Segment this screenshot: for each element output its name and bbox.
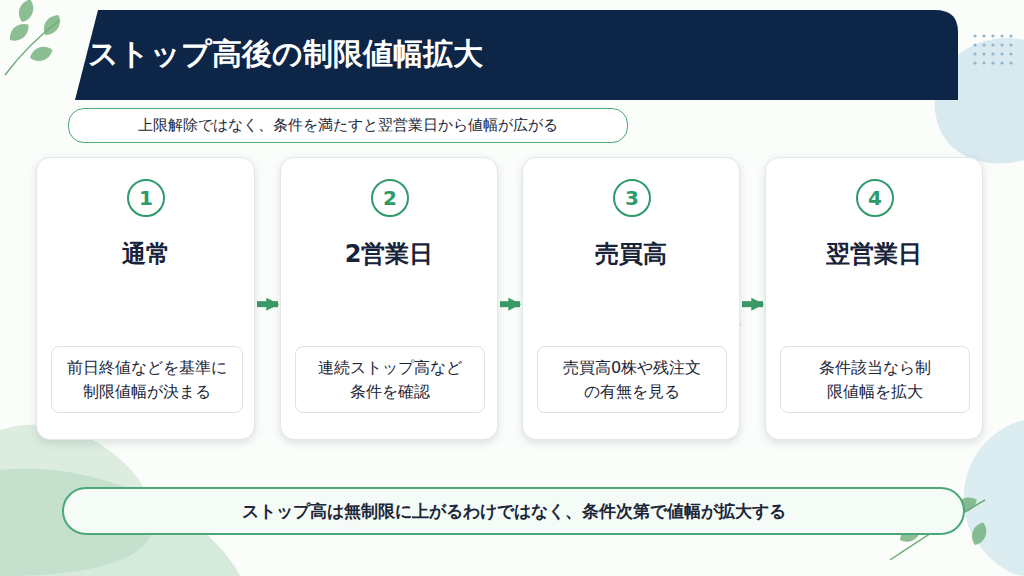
decor (5, 20, 60, 75)
decor (1009, 43, 1012, 46)
decor (991, 52, 994, 55)
step-number-circle: 2 (371, 179, 409, 217)
description-box: 連続ストップ高など条件を確認 (295, 346, 485, 413)
step-number: 3 (625, 186, 639, 210)
flow-arrow (257, 301, 278, 307)
decor (1000, 61, 1003, 64)
title-bar (75, 10, 958, 100)
decor (973, 43, 976, 46)
step-description: 条件該当なら制限値幅を拡大 (817, 356, 932, 402)
decor (973, 52, 976, 55)
step-heading: 通常 (37, 238, 254, 270)
decor (991, 43, 994, 46)
decor (1000, 43, 1003, 46)
flow-arrow (742, 301, 763, 307)
decor (973, 34, 976, 37)
decor (973, 61, 976, 64)
step-description: 連続ストップ高など条件を確認 (316, 356, 463, 402)
decor (964, 420, 1024, 576)
description-box: 売買高0株や残注文の有無を見る (537, 346, 727, 413)
step-description: 前日終値などを基準に制限値幅が決まる (65, 356, 228, 402)
decor (982, 52, 985, 55)
decor (1000, 52, 1003, 55)
step-number: 4 (868, 186, 882, 210)
step-heading: 翌営業日 (766, 238, 982, 270)
summary-band: ストップ高は無制限に上がるわけではなく、条件次第で値幅が拡大する (62, 487, 965, 535)
decor (991, 61, 994, 64)
note-text: 上限解除ではなく、条件を満たすと翌営業日から値幅が広がる (138, 116, 558, 135)
title: ストップ高後の制限値幅拡大 (88, 34, 483, 75)
decor (1009, 61, 1012, 64)
flow-arrow (500, 301, 520, 307)
step-card: 売買高 3 売買高0株や残注文の有無を見る (522, 157, 740, 440)
description-box: 条件該当なら制限値幅を拡大 (780, 346, 970, 413)
decor (991, 34, 994, 37)
step-number-circle: 4 (856, 179, 894, 217)
decor (16, 0, 37, 24)
decor (969, 520, 990, 547)
decor (1009, 34, 1012, 37)
description-box: 前日終値などを基準に制限値幅が決まる (51, 346, 243, 413)
decor (1009, 52, 1012, 55)
decor (28, 43, 55, 64)
step-description: 売買高0株や残注文の有無を見る (558, 356, 705, 402)
decor (6, 19, 33, 45)
step-number-circle: 3 (613, 179, 651, 217)
step-card: 翌営業日 4 条件該当なら制限値幅を拡大 (765, 157, 983, 440)
step-heading: 売買高 (523, 238, 739, 270)
step-number-circle: 1 (127, 179, 165, 217)
subtitle-pill: 上限解除ではなく、条件を満たすと翌営業日から値幅が広がる (68, 108, 628, 143)
decor (1000, 34, 1003, 37)
step-number: 2 (383, 186, 397, 210)
step-card: 通常 1 前日終値などを基準に制限値幅が決まる (36, 157, 255, 440)
decor (982, 43, 985, 46)
decor (39, 11, 64, 38)
title-bar (75, 10, 958, 100)
step-number: 1 (139, 186, 153, 210)
step-heading: 2営業日 (281, 238, 497, 270)
note-text: ストップ高は無制限に上がるわけではなく、条件次第で値幅が拡大する (242, 500, 786, 523)
decor (982, 34, 985, 37)
decor (982, 61, 985, 64)
step-card: 2営業日 2 連続ストップ高など条件を確認 (280, 157, 498, 440)
